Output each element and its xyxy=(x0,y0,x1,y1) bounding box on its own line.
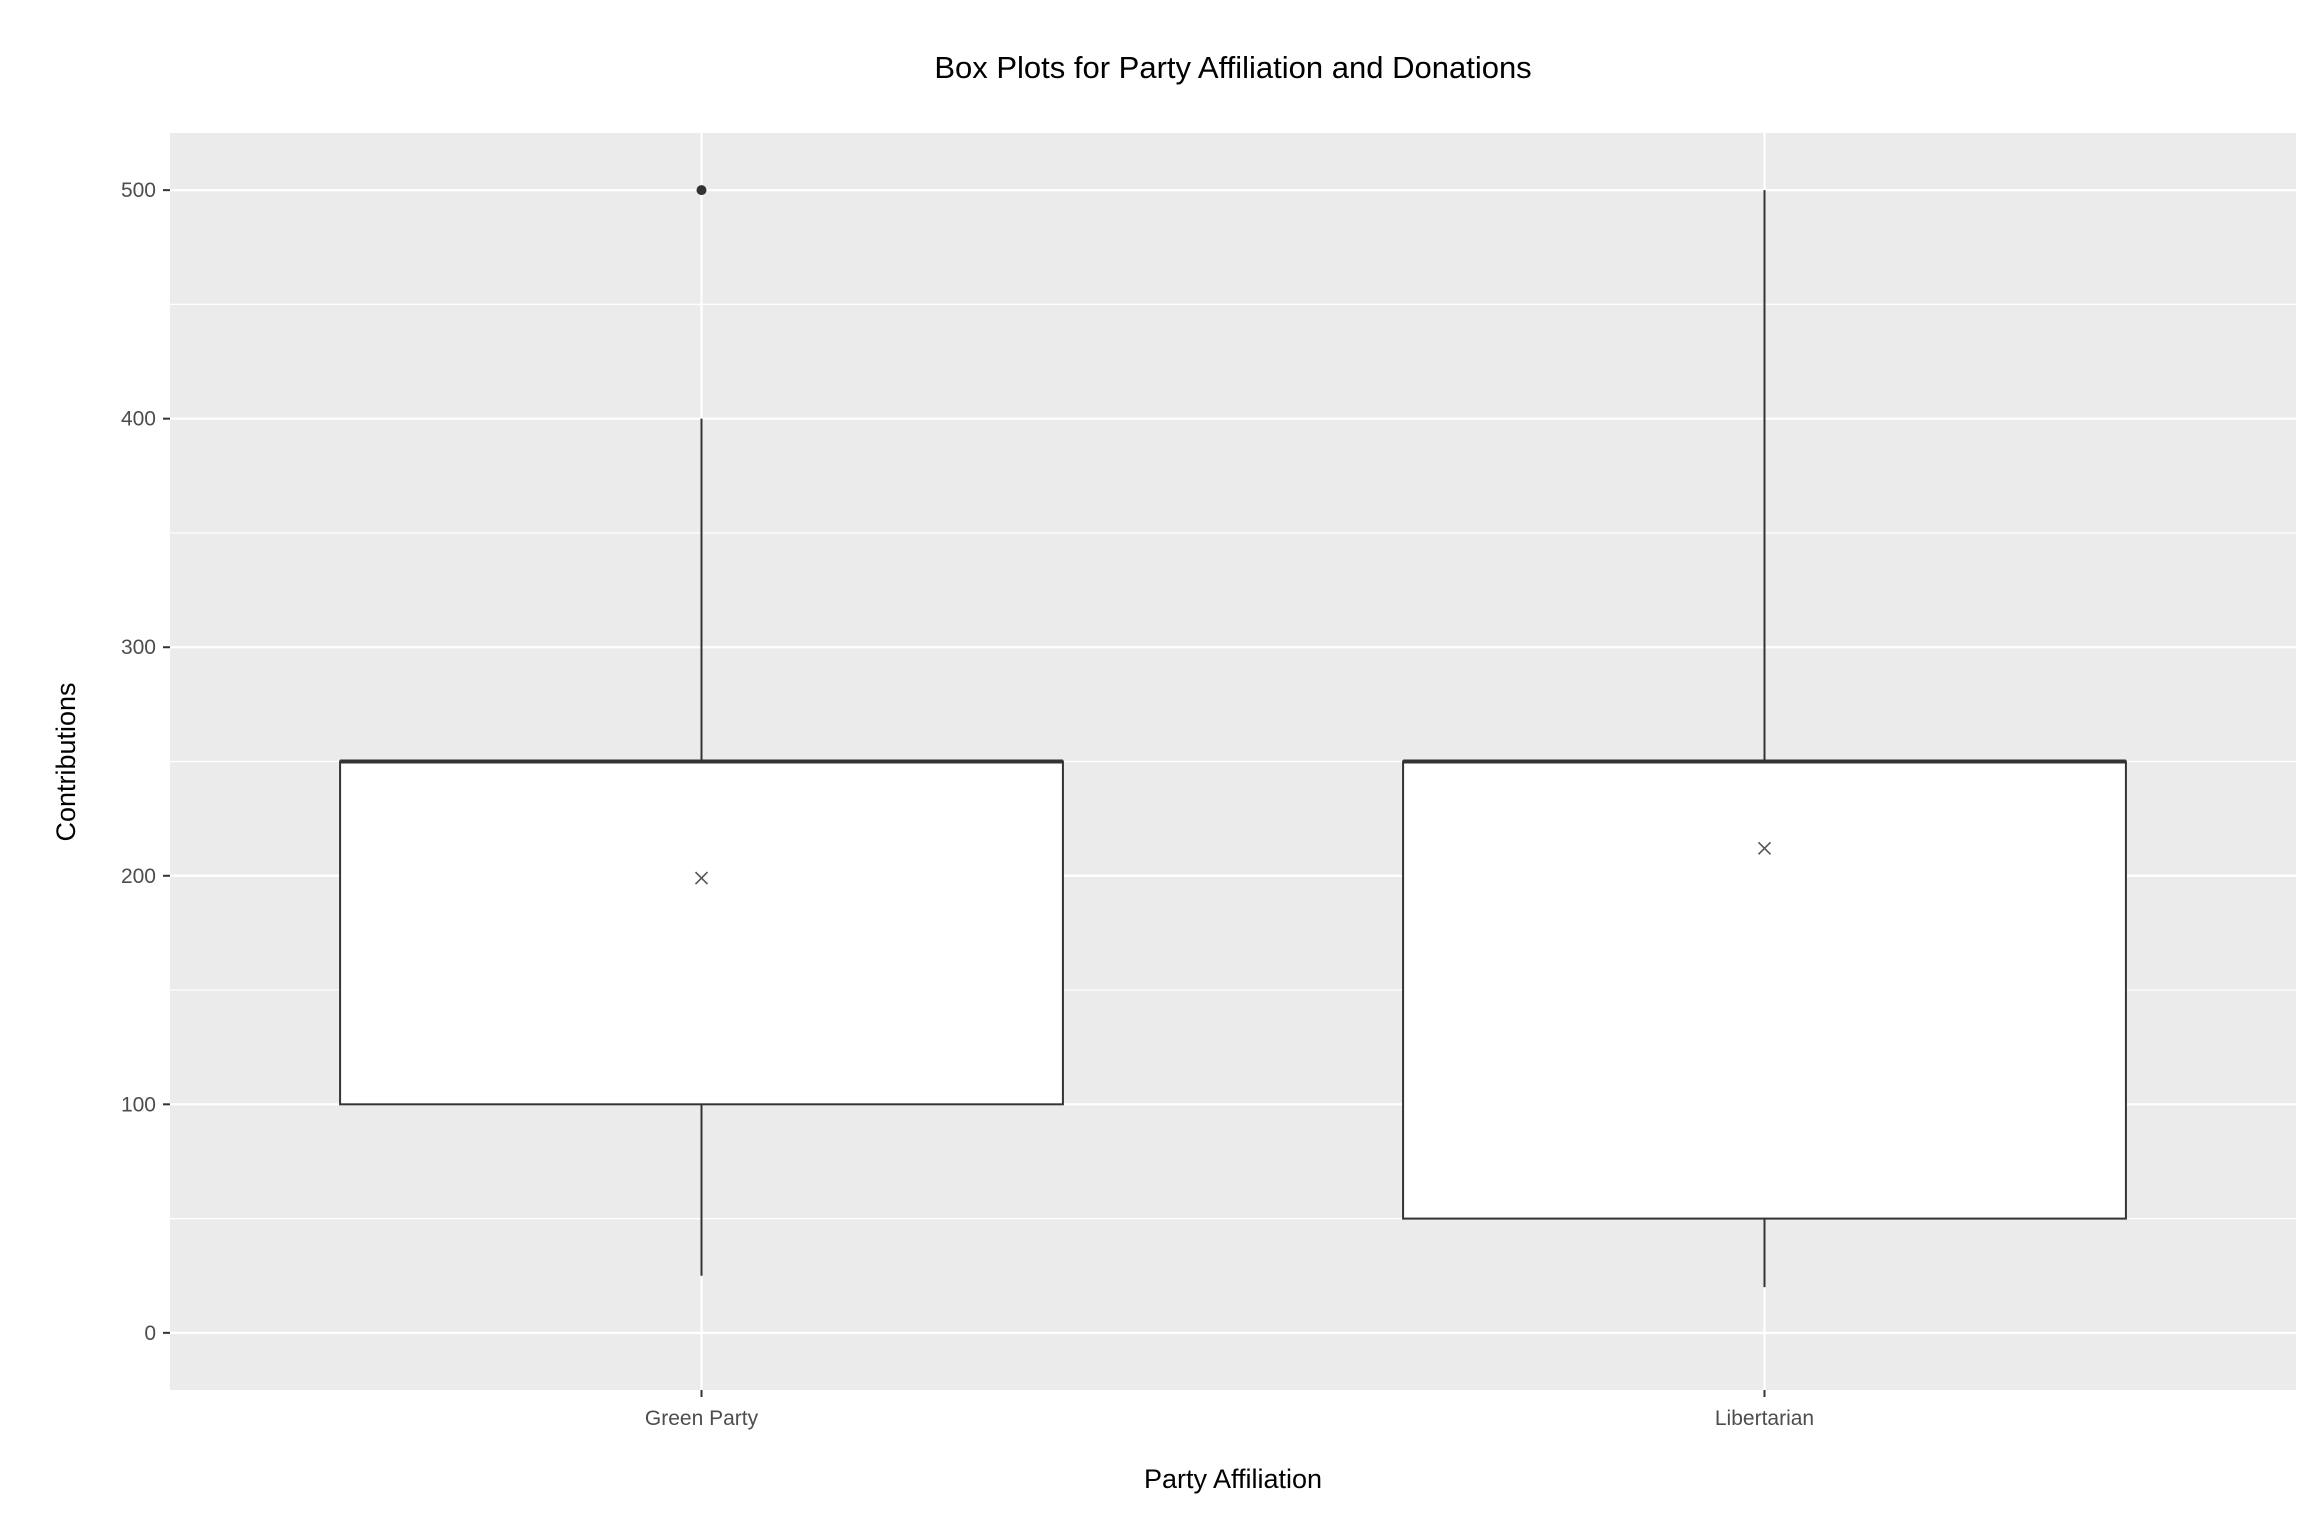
y-tick-label: 400 xyxy=(121,408,156,431)
y-tick-label: 200 xyxy=(121,865,156,888)
outlier-point xyxy=(696,185,707,196)
x-tick-label: Libertarian xyxy=(1715,1407,1814,1430)
chart-title: Box Plots for Party Affiliation and Dona… xyxy=(934,50,1531,85)
y-tick-label: 500 xyxy=(121,179,156,202)
y-axis: 0 100 200 300 400 500 xyxy=(121,179,170,1345)
y-axis-title: Contributions xyxy=(51,682,81,841)
y-tick-label: 0 xyxy=(144,1322,156,1345)
x-axis: Green Party Libertarian xyxy=(645,1390,1814,1430)
box-series xyxy=(339,185,2127,1288)
box-green-party xyxy=(339,185,1064,1276)
mean-marker xyxy=(1757,841,1772,855)
x-axis-title: Party Affiliation xyxy=(1144,1464,1322,1494)
box-iqr xyxy=(1402,760,2127,1220)
x-tick-label: Green Party xyxy=(645,1407,759,1430)
y-tick-label: 300 xyxy=(121,636,156,659)
box-iqr xyxy=(339,760,1064,1106)
mean-marker xyxy=(694,871,709,885)
y-tick-label: 100 xyxy=(121,1093,156,1116)
box-libertarian xyxy=(1402,190,2127,1288)
